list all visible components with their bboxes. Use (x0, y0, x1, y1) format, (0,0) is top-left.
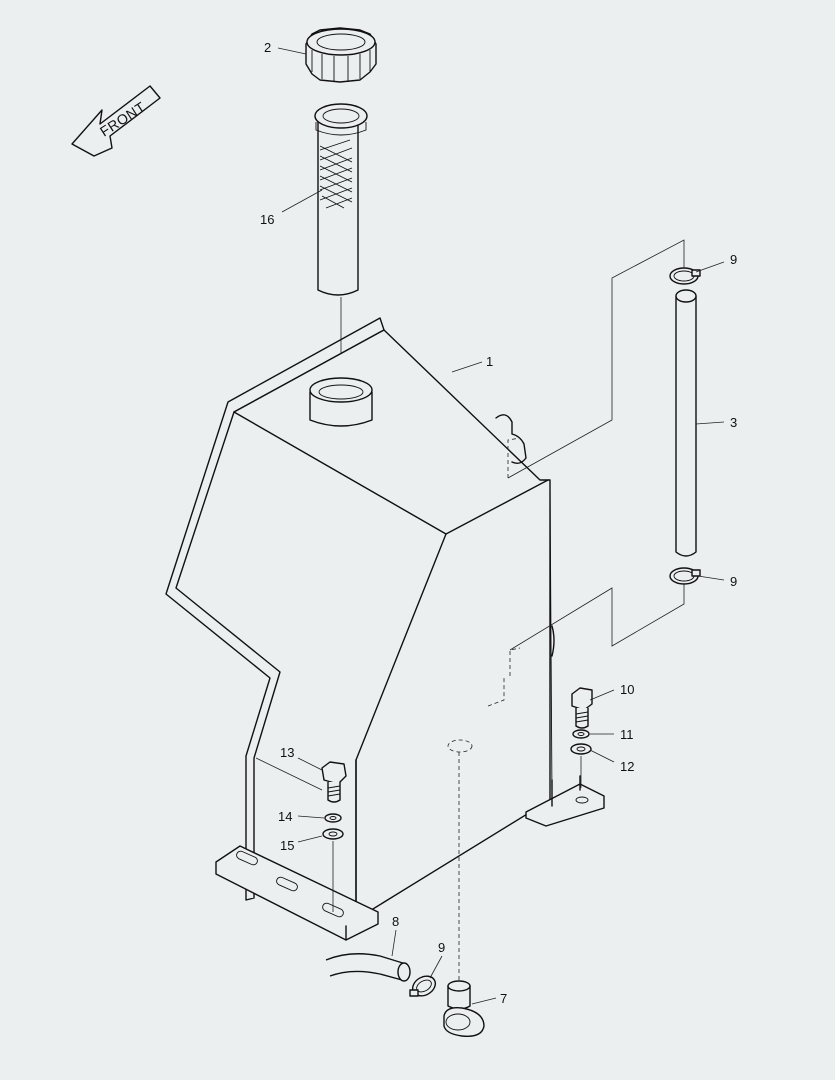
hose-clamp-middle (669, 567, 701, 585)
callout-12: 12 (620, 759, 634, 774)
bolt-left (321, 761, 347, 803)
callout-1: 1 (486, 354, 493, 369)
flat-washer-left (322, 828, 344, 840)
callout-2: 2 (264, 40, 271, 55)
callout-15: 15 (280, 838, 294, 853)
callout-9-middle: 9 (730, 574, 737, 589)
callout-3: 3 (730, 415, 737, 430)
hose-clamp-upper (669, 267, 701, 285)
leader-lines (277, 47, 725, 1005)
callout-10: 10 (620, 682, 634, 697)
callout-labels: 2 16 1 9 3 9 10 11 12 13 14 15 8 9 7 (260, 40, 737, 1006)
mounting-bracket-left (215, 845, 379, 941)
front-arrow-icon: FRONT (71, 85, 161, 157)
callout-8: 8 (392, 914, 399, 929)
filler-cap (305, 27, 377, 83)
hose-clamp-lower (409, 975, 437, 997)
callout-16: 16 (260, 212, 274, 227)
lock-washer-right (572, 729, 590, 739)
callout-7: 7 (500, 991, 507, 1006)
callout-11: 11 (620, 727, 634, 742)
callout-9-bottom: 9 (438, 940, 445, 955)
bolt-right (571, 687, 593, 729)
lock-washer-left (324, 813, 342, 823)
callout-9-top: 9 (730, 252, 737, 267)
strainer-mesh (319, 139, 353, 209)
suction-hose (325, 953, 411, 982)
callout-13: 13 (280, 745, 294, 760)
flat-washer-right (570, 743, 592, 755)
front-label: FRONT (97, 98, 148, 139)
strainer (314, 103, 368, 296)
hydraulic-tank (165, 317, 555, 913)
callout-14: 14 (278, 809, 292, 824)
elbow-fitting (443, 980, 485, 1037)
hose (675, 289, 697, 557)
mounting-bracket-right (525, 775, 605, 827)
